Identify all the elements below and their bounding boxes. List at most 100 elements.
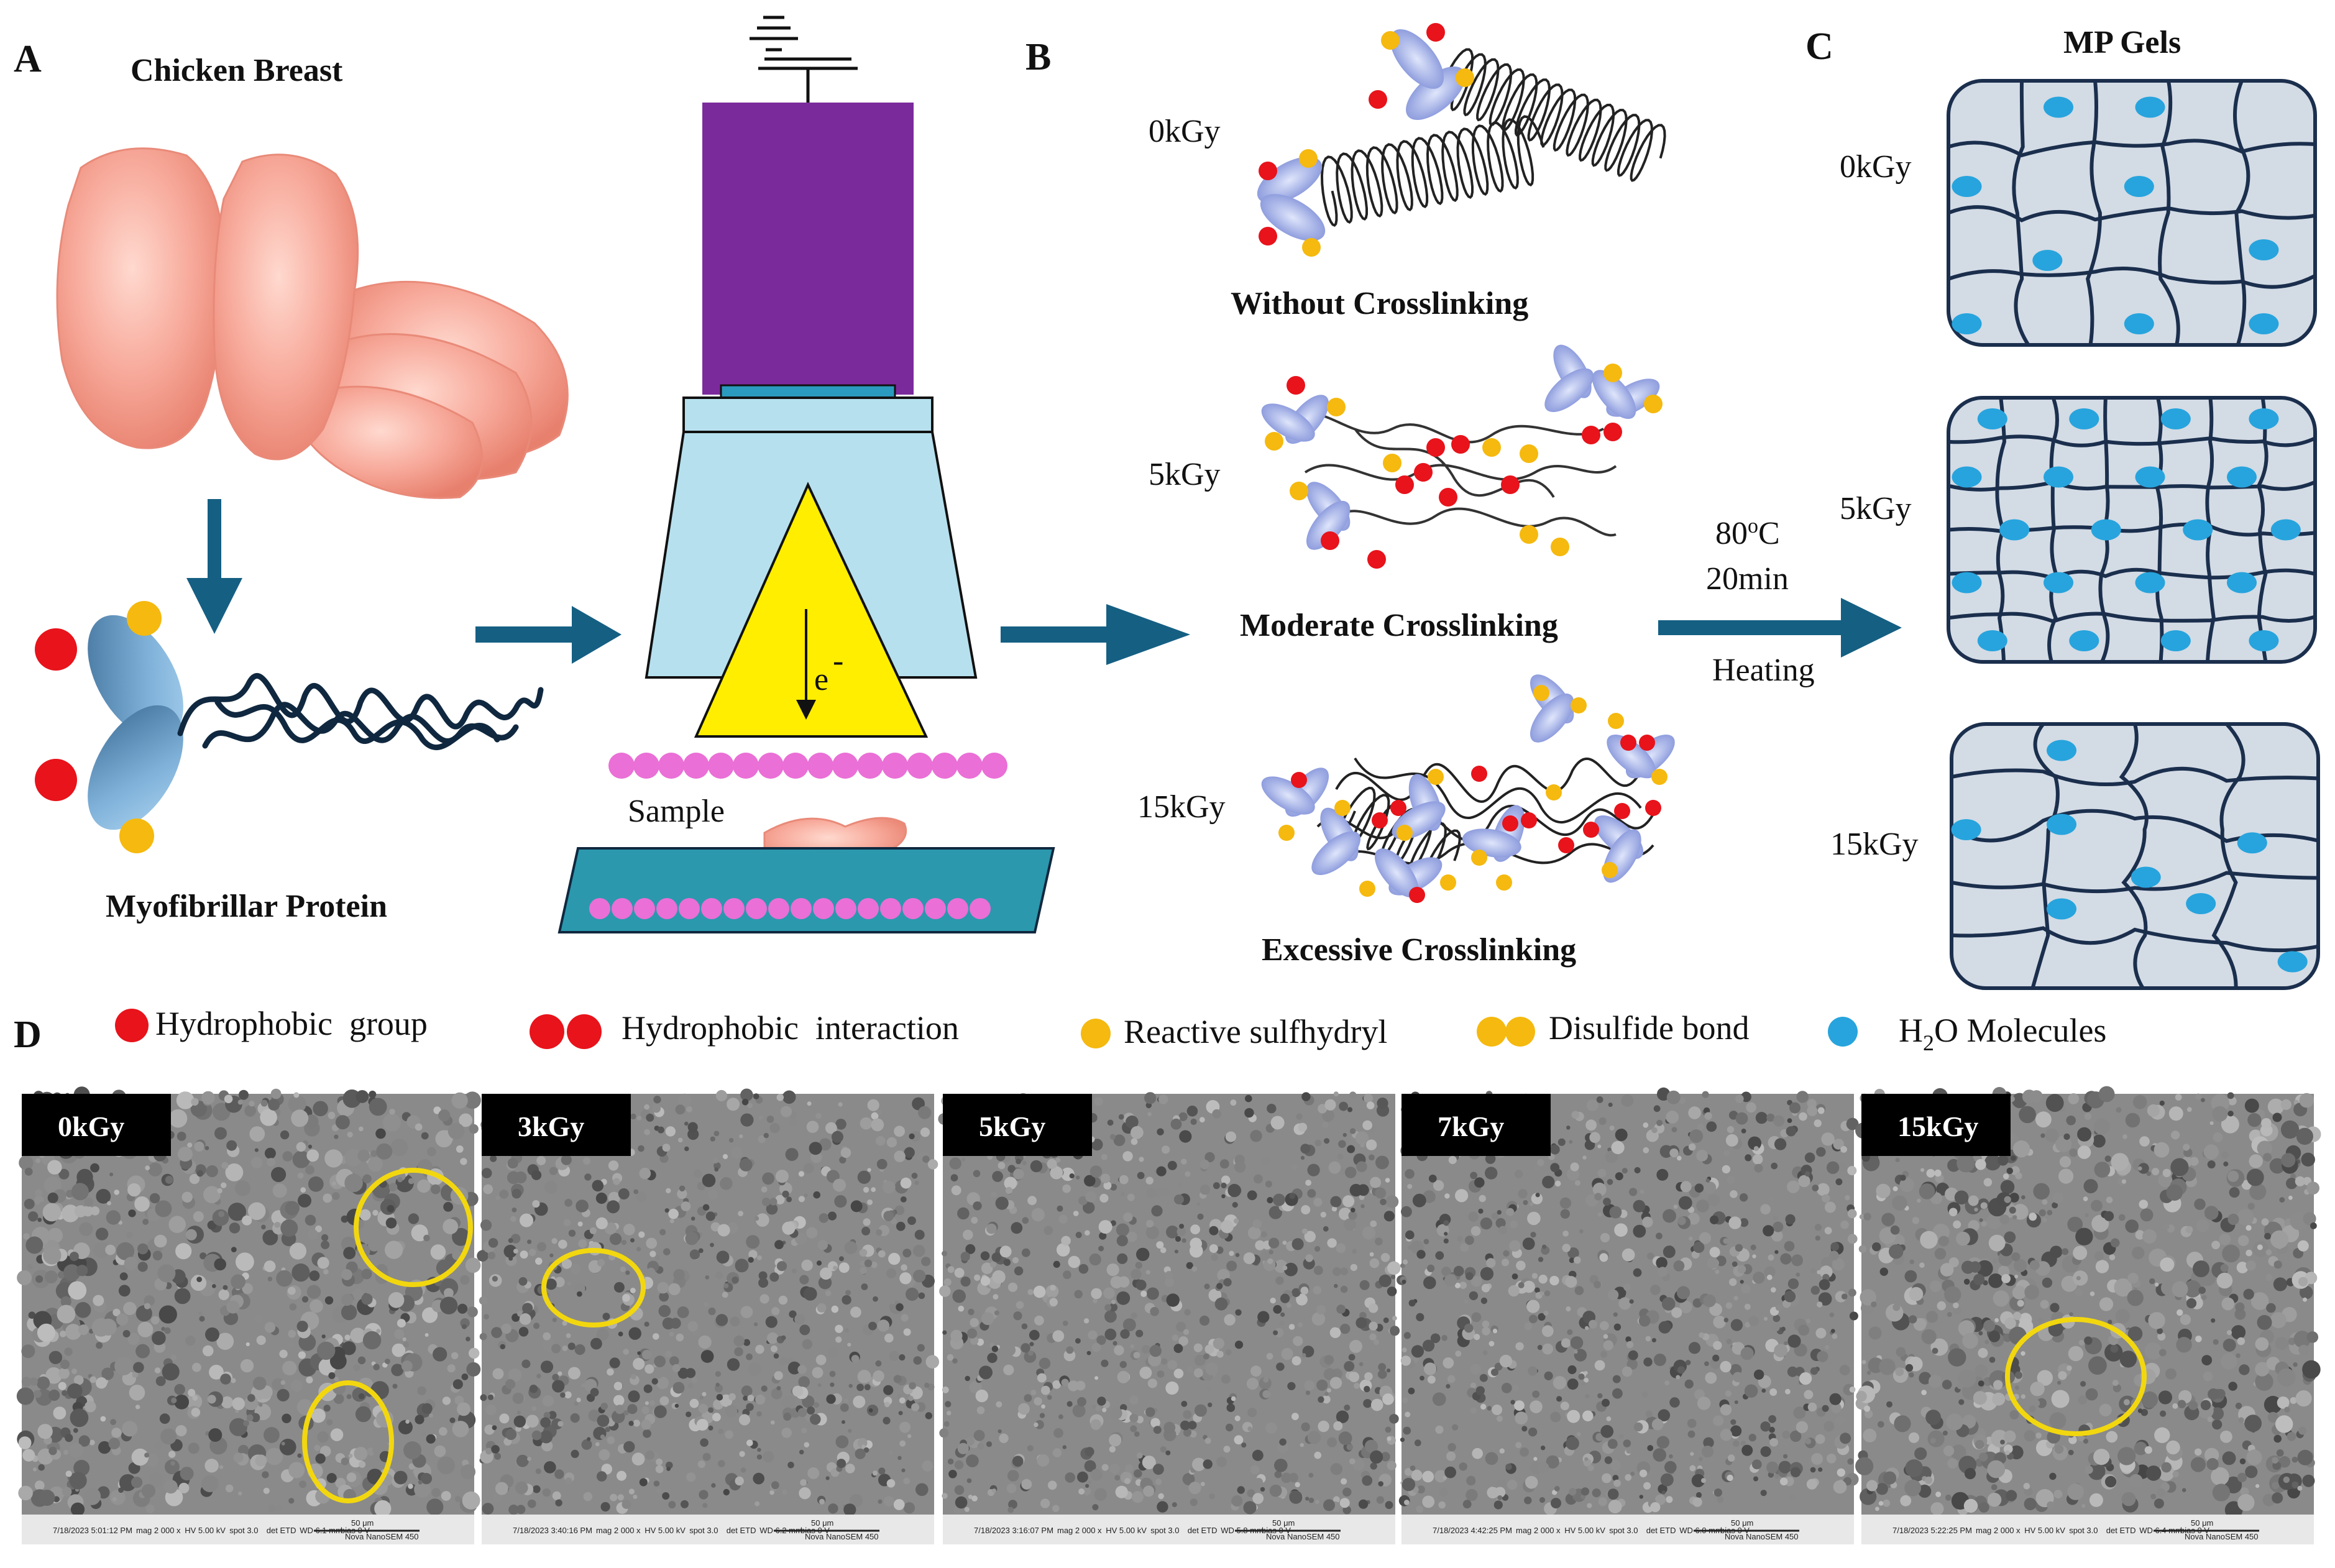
sem-info-field: det ETD — [1646, 1526, 1676, 1535]
water-droplet — [2237, 832, 2267, 854]
panel-c-letter: C — [1805, 25, 1833, 68]
gel-dose-0kgy: 0kGy — [1840, 149, 1912, 185]
legend-water-molecules: H2O Molecules — [1899, 1012, 2106, 1055]
water-droplet — [2124, 313, 2154, 334]
panel-c: C MP Gels 0kGy 5kGy 15kGy — [1805, 25, 2320, 990]
sem-info-field: HV 5.00 kV — [1106, 1526, 1147, 1535]
electron-beam-irradiator: e - Sample — [557, 16, 1055, 933]
caption-moderate-crosslinking: Moderate Crosslinking — [1240, 608, 1558, 643]
water-droplet — [2135, 466, 2165, 488]
water-droplet — [2131, 866, 2161, 888]
sample-bead-row-bottom — [589, 898, 991, 919]
dose-label-5kgy: 5kGy — [1149, 457, 1221, 492]
sem-info-field: det ETD — [267, 1526, 296, 1535]
water-droplet — [1952, 313, 1982, 334]
water-droplet — [2277, 951, 2308, 973]
heating-time: 20min — [1706, 561, 1789, 597]
sem-info-field: HV 5.00 kV — [185, 1526, 226, 1535]
sem-info-field: mag 2 000 x — [1976, 1526, 2021, 1535]
myofibrillar-protein-label: Myofibrillar Protein — [106, 889, 387, 924]
water-droplet — [1977, 630, 2007, 651]
water-droplet — [2249, 239, 2279, 260]
sem-info-field: mag 2 000 x — [596, 1526, 641, 1535]
water-droplet — [1952, 176, 1982, 197]
water-droplet — [2047, 740, 2076, 761]
sem-info-field: mag 2 000 x — [1516, 1526, 1561, 1535]
sample-bead — [634, 898, 655, 919]
sem-info-field: 7/18/2023 5:01:12 PM — [53, 1526, 132, 1535]
sem-info-field: spot 3.0 — [1150, 1526, 1179, 1535]
sample-bead — [832, 753, 858, 779]
water-droplet — [1977, 408, 2007, 429]
water-molecule-icon — [1828, 1017, 1858, 1047]
legend-hydrophobic-interaction: Hydrophobic interaction — [622, 1009, 959, 1047]
water-droplet — [2032, 250, 2063, 271]
highlight-circle — [541, 1248, 646, 1327]
sem-info-field: 7/18/2023 3:16:07 PM — [974, 1526, 1053, 1535]
legend-disulfide-bond: Disulfide bond — [1549, 1009, 1749, 1047]
sample-bead — [907, 753, 933, 779]
sem-info-field: det ETD — [1188, 1526, 1218, 1535]
sem-instrument: Nova NanoSEM 450 — [2185, 1532, 2259, 1541]
chicken-breast-title: Chicken Breast — [131, 53, 343, 88]
chicken-breast-icon — [56, 147, 569, 499]
hydrophobic-group-icon — [115, 1009, 149, 1042]
water-droplet — [1999, 519, 2030, 541]
hydrophobic-interaction-icon — [530, 1014, 602, 1049]
sem-info-field: det ETD — [2106, 1526, 2136, 1535]
electron-charge: - — [833, 643, 843, 679]
gel-network-0kgy — [1947, 79, 2317, 347]
mp-gels-title: MP Gels — [2063, 25, 2181, 60]
legend-hydrophobic-group: Hydrophobic group — [155, 1005, 428, 1042]
water-droplet — [2249, 408, 2279, 429]
antenna-icon — [750, 16, 858, 103]
water-droplet — [2124, 176, 2154, 197]
sample-bead — [758, 753, 784, 779]
water-droplet — [2227, 572, 2257, 594]
water-droplet — [2270, 519, 2301, 541]
heating-arrow-icon — [1658, 598, 1902, 658]
sample-bead — [589, 898, 610, 919]
electron-label: e — [814, 662, 828, 697]
water-droplet — [2044, 466, 2073, 488]
sem-info-field: spot 3.0 — [2069, 1526, 2098, 1535]
caption-excessive-crosslinking: Excessive Crosslinking — [1262, 932, 1576, 968]
highlight-circle — [354, 1168, 473, 1287]
sem-label: 7kGy — [1438, 1111, 1504, 1142]
water-droplet — [2069, 408, 2099, 429]
water-droplet — [2091, 519, 2121, 541]
heating-temperature: 80oC — [1715, 515, 1780, 551]
sem-info-field: 7/18/2023 3:40:16 PM — [513, 1526, 592, 1535]
sem-info-field: spot 3.0 — [229, 1526, 258, 1535]
down-arrow-icon — [186, 499, 242, 634]
gel-network-15kgy — [1950, 722, 2320, 990]
panel-b: B 0kGy 5kGy 15kGy Without Crosslinking — [1025, 23, 1902, 968]
sample-bead — [925, 898, 946, 919]
water-droplet — [2135, 96, 2165, 118]
sem-scale-bar-label: 50 μm — [1731, 1518, 1753, 1528]
sem-info-field: HV 5.00 kV — [1564, 1526, 1605, 1535]
sem-info-field: det ETD — [727, 1526, 756, 1535]
sem-info-field: spot 3.0 — [689, 1526, 718, 1535]
sem-instrument: Nova NanoSEM 450 — [1266, 1532, 1340, 1541]
sample-bead — [807, 753, 833, 779]
highlight-circle — [2005, 1317, 2147, 1436]
protein-moderate-crosslinking-icon — [1261, 344, 1663, 569]
sem-info-field: mag 2 000 x — [1057, 1526, 1102, 1535]
right-arrow-icon — [1001, 604, 1190, 665]
sem-info-field: mag 2 000 x — [136, 1526, 181, 1535]
sample-bead — [902, 898, 924, 919]
sample-bead — [746, 898, 767, 919]
gel-network-5kgy — [1947, 396, 2317, 664]
sem-label: 15kGy — [1897, 1111, 1978, 1142]
sample-label: Sample — [628, 794, 725, 829]
sample-bead — [768, 898, 789, 919]
water-droplet — [2249, 630, 2279, 651]
water-droplet — [2047, 898, 2076, 920]
sem-instrument: Nova NanoSEM 450 — [1725, 1532, 1799, 1541]
water-droplet — [2069, 630, 2099, 651]
sample-bead — [880, 898, 901, 919]
protein-excessive-crosslinking-icon — [1261, 674, 1675, 903]
